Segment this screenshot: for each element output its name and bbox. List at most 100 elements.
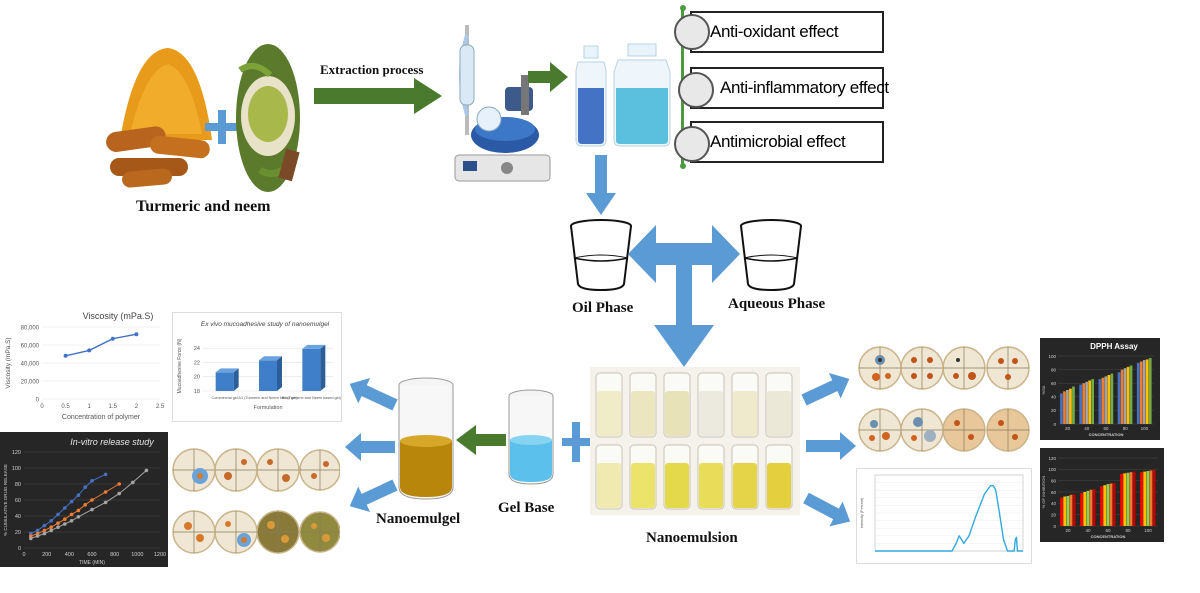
extraction-label: Extraction process: [320, 62, 424, 77]
bar: [1139, 361, 1143, 424]
series-line: [875, 484, 1023, 552]
gel-base-label: Gel Base: [498, 500, 555, 516]
data-point: [83, 503, 87, 507]
y-tick-label: 60,000: [21, 344, 40, 350]
x-tick-label: 200: [42, 552, 51, 558]
particle-size-chart: Intensity (Percent): [860, 474, 1024, 552]
data-point: [63, 506, 67, 510]
inhibition-zone: [968, 372, 976, 380]
y-tick-label: 20: [1051, 408, 1057, 413]
chart-title: Ex vivo mucoadhesive study of nanoemulge…: [201, 321, 330, 328]
data-point: [110, 336, 115, 341]
small-bottle: [575, 45, 607, 147]
x-tick-label: 60: [1105, 528, 1111, 533]
aqueous-phase-beaker: [740, 219, 802, 292]
x-tick-label: A1 (Turmeric and Neem based gel): [238, 396, 298, 400]
effect-label: Antimicrobial effect: [710, 132, 846, 151]
x-tick-label: 0.5: [61, 404, 70, 410]
data-point: [56, 525, 60, 529]
bar: [1066, 495, 1070, 526]
bar: [1089, 489, 1093, 526]
inhibition-zone: [870, 420, 878, 428]
data-point: [117, 482, 121, 486]
turmeric-neem-illustration: [106, 44, 300, 192]
bar: [1072, 386, 1075, 424]
inhibition-zone: [998, 420, 1004, 426]
data-point: [56, 521, 60, 525]
to-bottles-arrow: [528, 62, 568, 92]
inhibition-zone: [267, 521, 275, 529]
data-point: [103, 490, 108, 494]
y-tick-label: 18: [194, 389, 200, 395]
nanoemulgel-label: Nanoemulgel: [376, 511, 461, 527]
vial-liquid: [699, 391, 723, 436]
inhibition-zone: [911, 435, 917, 441]
data-point: [103, 472, 108, 477]
inhibition-zone: [953, 373, 959, 379]
chart-title: In-vitro release study: [70, 437, 154, 447]
neem-powder-image: [236, 44, 300, 192]
bar: [1129, 365, 1133, 424]
bar: [259, 360, 277, 391]
inhibition-zone: [197, 473, 203, 479]
y-tick-label: 40,000: [21, 362, 40, 368]
vial-liquid: [733, 391, 757, 436]
bar: [1063, 391, 1066, 424]
bar: [1123, 368, 1127, 424]
x-tick-label: 100: [1141, 426, 1149, 431]
vial-liquid: [767, 391, 791, 436]
bar: [1110, 373, 1114, 424]
y-tick-label: 20: [1051, 512, 1057, 517]
data-point: [131, 480, 135, 485]
data-point: [42, 523, 47, 528]
nanoemulsion-label: Nanoemulsion: [646, 530, 738, 546]
viscosity-chart: Viscosity (mPa.S)020,00040,00060,00080,0…: [5, 311, 165, 421]
effect-box-antimicrobial: Antimicrobial effect: [690, 121, 884, 163]
bar: [1132, 471, 1136, 526]
data-point: [76, 515, 81, 519]
anti-inflammatory-plates-image: [858, 346, 1030, 452]
rotary-evaporator-image: [454, 25, 551, 182]
inhibition-zone: [184, 522, 192, 530]
data-point: [103, 500, 108, 505]
data-point: [63, 517, 67, 521]
bar: [1112, 482, 1116, 526]
y-tick-label: 120: [1048, 456, 1056, 461]
vial-liquid: [631, 463, 655, 508]
x-tick-label: 1.5: [109, 404, 118, 410]
data-point: [63, 353, 68, 358]
x-tick-label: 2: [135, 404, 139, 410]
inhibition-zone: [196, 534, 204, 542]
y-axis-label: % CUMULATIVE DRUG RELEASE: [3, 464, 8, 536]
x-tick-label: 800: [110, 552, 119, 558]
x-tick-label: 20: [1065, 426, 1071, 431]
bar-top: [259, 356, 282, 361]
x-tick-label: 400: [65, 552, 74, 558]
data-point: [49, 528, 53, 533]
data-point: [35, 528, 40, 533]
data-point: [87, 348, 92, 353]
bar: [1106, 484, 1110, 526]
series-line: [30, 473, 106, 535]
inhibition-zone: [927, 357, 933, 363]
nanoemulsion-vials-image: [590, 367, 800, 515]
x-tick-label: 80: [1125, 528, 1131, 533]
mixing-t-arrow: [628, 225, 740, 367]
bar: [1136, 362, 1140, 424]
bar: [1126, 472, 1130, 526]
bar: [1072, 494, 1076, 526]
mucoadhesive-chart-panel: Ex vivo mucoadhesive study of nanoemulge…: [172, 312, 342, 422]
inhibition-zone: [1012, 434, 1018, 440]
bar-side: [320, 344, 326, 391]
large-bottle: [613, 43, 671, 147]
y-tick-label: 22: [194, 360, 200, 366]
bar: [1060, 393, 1063, 424]
inhibition-zone: [956, 358, 960, 362]
bar: [1148, 358, 1152, 424]
vial-liquid: [733, 463, 757, 508]
inhibition-zone: [911, 357, 917, 363]
x-tick-label: 20: [1065, 528, 1071, 533]
data-point: [90, 507, 94, 512]
antimicrobial-plates-image: [172, 448, 340, 554]
